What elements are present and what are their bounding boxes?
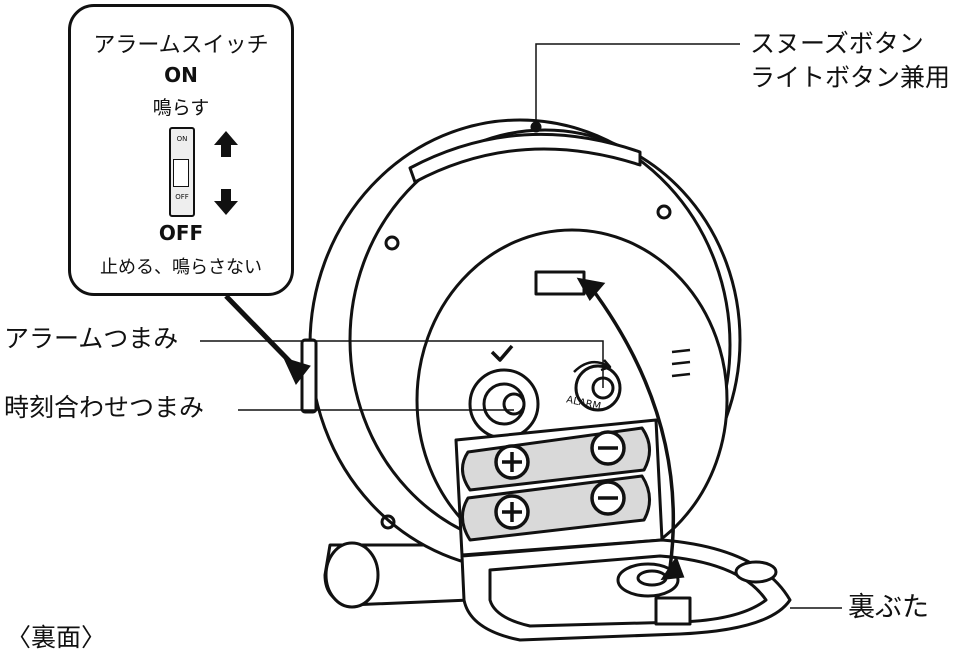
down-arrow-icon xyxy=(214,189,238,215)
time-knob-label: 時刻合わせつまみ xyxy=(4,393,205,422)
cover-latch xyxy=(654,596,692,626)
snooze-label-line2: ライトボタン兼用 xyxy=(750,63,951,92)
on-desc: 鳴らす xyxy=(152,97,210,119)
back-cover-label: 裏ぶた xyxy=(848,592,929,623)
battery-plus-icon xyxy=(494,444,530,480)
alarm-switch-title: アラームスイッチ xyxy=(93,33,269,58)
rotate-arrow-icon xyxy=(573,360,609,373)
vent-slots xyxy=(671,348,691,378)
leader-alarm-knob xyxy=(200,340,604,388)
battery-plus-icon xyxy=(494,494,530,530)
switch-graphic: ON OFF xyxy=(169,127,195,217)
insert-arrow xyxy=(576,277,685,581)
side-switch xyxy=(300,338,318,414)
on-label: ON xyxy=(164,63,198,87)
battery-contact-slot xyxy=(534,270,586,296)
switch-off-mark: OFF xyxy=(175,193,189,201)
off-desc: 止める、鳴らさない xyxy=(100,257,262,278)
screw-top-left xyxy=(384,235,400,251)
stand-foot xyxy=(324,541,380,609)
alarm-switch-callout: アラームスイッチ ON 鳴らす ON OFF OFF 止める、鳴らさない xyxy=(68,4,294,296)
view-caption: 〈裏面〉 xyxy=(6,623,107,652)
battery-minus-icon xyxy=(590,480,626,516)
screw-top-right xyxy=(656,204,672,220)
switch-slider xyxy=(173,159,189,187)
cover-post xyxy=(734,560,778,584)
up-arrow-icon xyxy=(214,131,238,157)
alarm-knob-label: アラームつまみ xyxy=(4,324,179,353)
callout-pointer xyxy=(224,294,311,385)
battery-minus-icon xyxy=(590,430,626,466)
snooze-bar xyxy=(408,132,642,184)
check-mark-icon xyxy=(490,344,514,362)
switch-on-mark: ON xyxy=(176,135,188,143)
screw-bottom-left xyxy=(380,514,396,530)
leader-snooze xyxy=(535,43,740,127)
switch-arrows xyxy=(214,131,238,215)
off-label: OFF xyxy=(158,221,204,245)
snooze-label-line1: スヌーズボタン xyxy=(750,29,924,58)
